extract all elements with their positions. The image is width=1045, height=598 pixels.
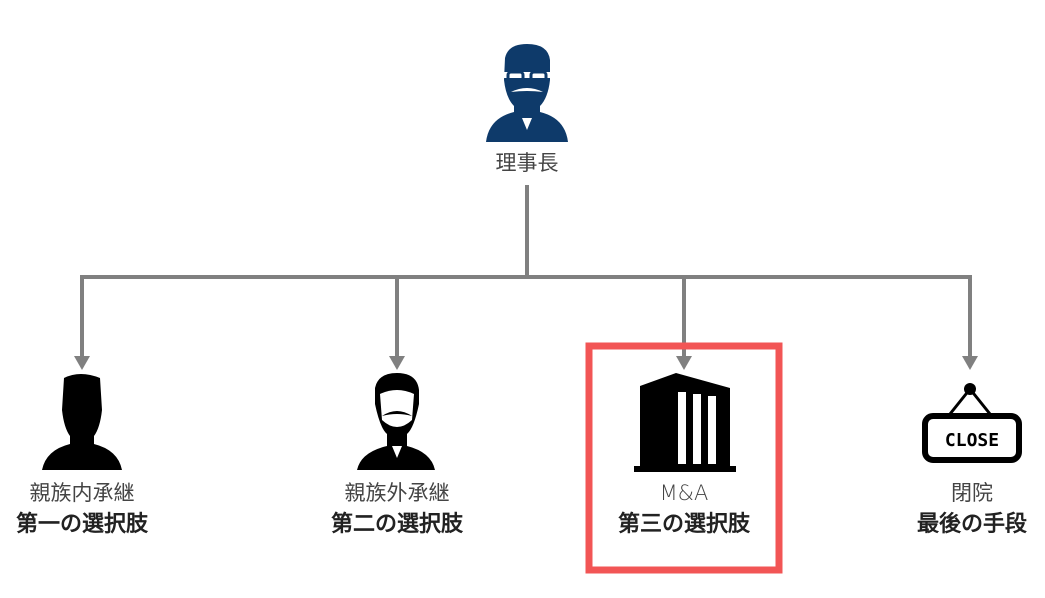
arrow-icon	[74, 356, 90, 370]
arrowheads	[74, 356, 978, 370]
option-1-title: 第一の選択肢	[16, 511, 149, 537]
highlight-box	[585, 342, 783, 574]
option-2-title: 第二の選択肢	[331, 511, 464, 537]
arrow-icon	[389, 356, 405, 370]
businessman-mustache-icon	[357, 373, 435, 470]
option-2-sub: 親族外承継	[345, 481, 450, 505]
businessman-glasses-icon	[486, 44, 568, 142]
option-1-sub: 親族内承継	[30, 481, 135, 505]
building-icon	[634, 373, 736, 472]
option-4-sub: 閉院	[951, 481, 993, 505]
root-label: 理事長	[496, 151, 559, 175]
option-3-title: 第三の選択肢	[618, 511, 751, 537]
connector-lines	[80, 185, 972, 358]
option-4-title: 最後の手段	[917, 511, 1027, 537]
arrow-icon	[676, 356, 692, 370]
arrow-icon	[962, 356, 978, 370]
option-3-sub: M&A	[660, 481, 709, 505]
close-sign-icon: CLOSE	[922, 383, 1022, 463]
person-silhouette-icon	[42, 374, 122, 470]
close-sign-text: CLOSE	[945, 430, 999, 451]
